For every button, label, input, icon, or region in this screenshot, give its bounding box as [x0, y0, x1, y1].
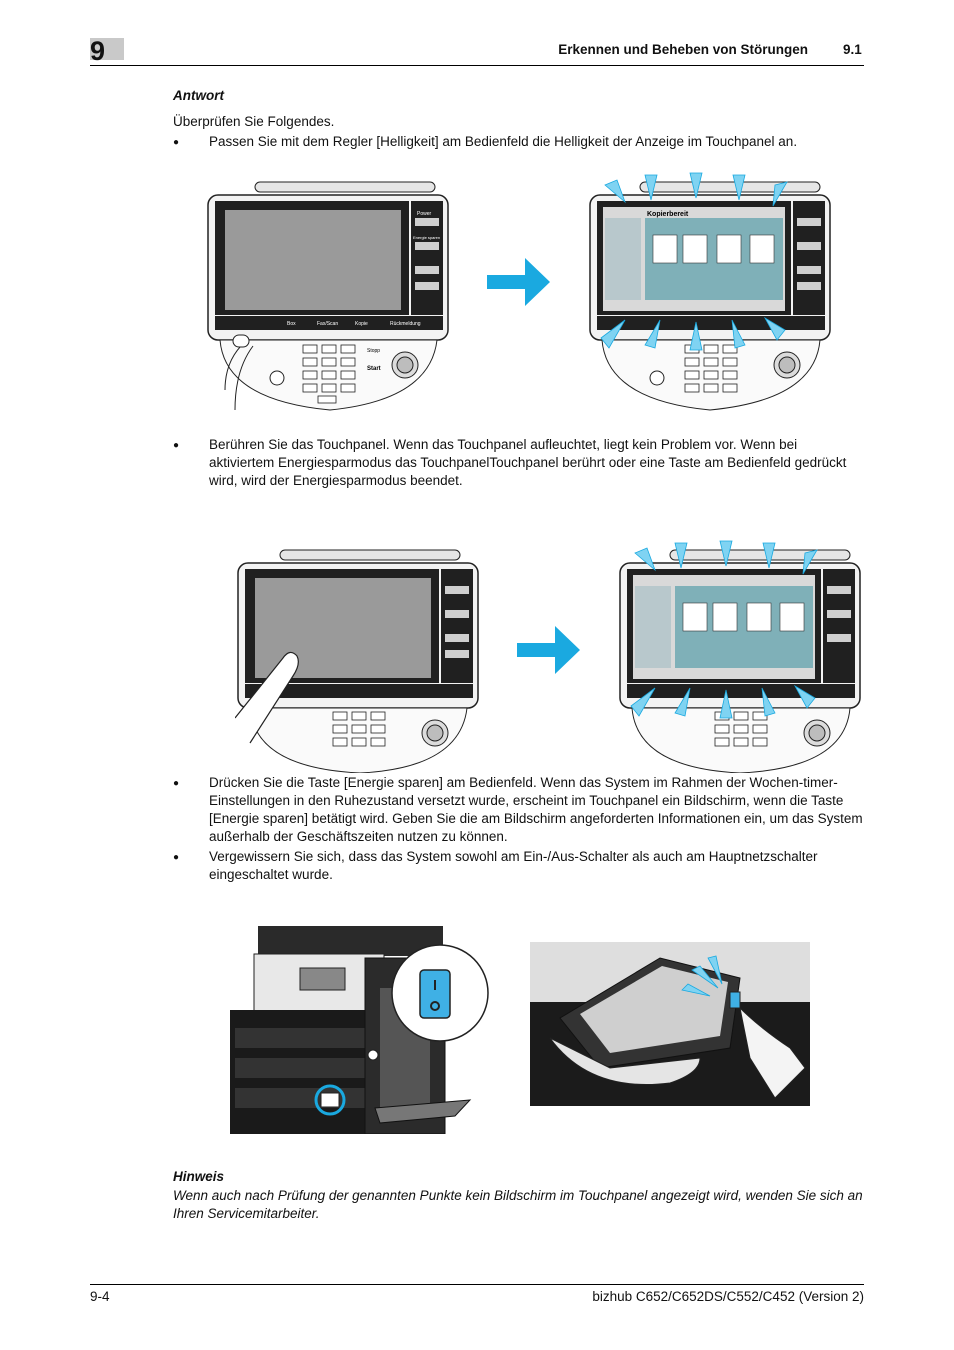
bullet-text-1: Passen Sie mit dem Regler [Helligkeit] a…: [209, 134, 798, 149]
chapter-box: [90, 38, 124, 60]
control-panel-touch-left: [235, 549, 479, 773]
bullet-1: ●: [173, 137, 180, 148]
arrow-right-icon: [487, 258, 550, 306]
power-switch-icon: [419, 969, 451, 1019]
bullet-text-4: Vergewissern Sie sich, dass das System s…: [209, 849, 818, 882]
hint-text: Wenn auch nach Prüfung der genannten Pun…: [173, 1188, 863, 1221]
tab-faxscan: Fax/Scan: [317, 321, 338, 327]
footer-rule: [90, 1284, 864, 1285]
bullet-3: ●: [173, 778, 180, 789]
header-title: Erkennen und Beheben von Störungen: [558, 42, 808, 57]
stop-label: Stopp: [367, 348, 380, 354]
arrow-right-icon: [517, 626, 580, 674]
light-rays-icon: [600, 172, 788, 351]
tab-box: Box: [287, 321, 296, 327]
header-rule: [90, 65, 864, 66]
finger-icon: [235, 651, 299, 744]
figure-touchpanel: [235, 538, 865, 773]
intro-text: Überprüfen Sie Folgendes.: [173, 114, 335, 129]
figure-brightness: Power Energie sparen Box Fax/Scan Kopie …: [205, 170, 855, 415]
hand-icon: [739, 1006, 806, 1099]
figure-power-switch: [230, 918, 812, 1134]
control-panel-touch-right: [619, 540, 861, 773]
light-rays-icon: [681, 955, 723, 997]
tab-rueckmeldung: Rückmeldung: [390, 321, 421, 327]
product-name: bizhub C652/C652DS/C552/C452 (Version 2): [592, 1289, 864, 1304]
energy-label: Energie sparen: [413, 235, 440, 240]
power-switch-callout: [391, 944, 489, 1042]
bullet-text-2: Berühren Sie das Touchpanel. Wenn das To…: [209, 437, 847, 488]
start-label: Start: [367, 366, 381, 372]
light-rays-icon: [630, 540, 818, 719]
screen-title: Kopierbereit: [647, 211, 689, 218]
header-section: 9.1: [843, 42, 862, 57]
chapter-number: 9: [90, 36, 106, 66]
tab-kopie: Kopie: [355, 321, 368, 327]
page-number: 9-4: [90, 1289, 110, 1304]
panel-power-key-illustration: [530, 942, 810, 1106]
answer-heading: Antwort: [173, 88, 224, 103]
hint-title: Hinweis: [173, 1169, 225, 1184]
bullet-text-3: Drücken Sie die Taste [Energie sparen] a…: [209, 775, 863, 844]
bullet-2: ●: [173, 440, 180, 451]
control-panel-left: Power Energie sparen Box Fax/Scan Kopie …: [207, 181, 449, 411]
power-label: Power: [417, 211, 432, 217]
bullet-4: ●: [173, 852, 180, 863]
control-panel-right: Kopierbereit: [589, 172, 831, 411]
